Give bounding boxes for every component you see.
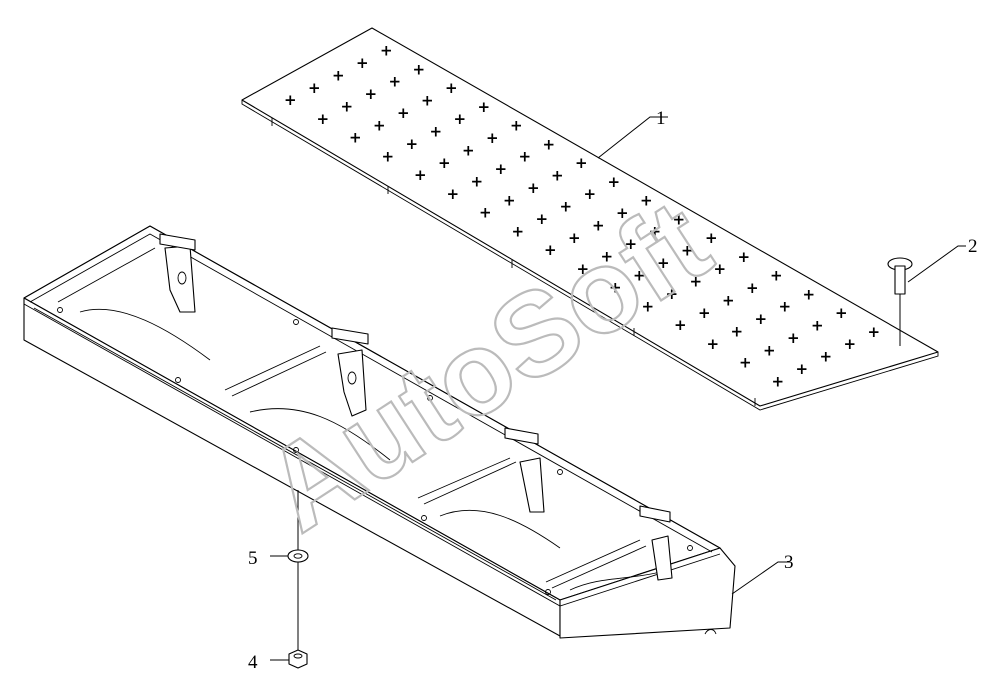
plate-hole: + (438, 154, 451, 172)
plate-hole: + (657, 254, 670, 272)
plate-hole: + (755, 310, 768, 328)
plate-hole: + (811, 317, 824, 335)
plate-hole: + (341, 98, 354, 116)
plate-hole: + (779, 298, 792, 316)
plate-hole: + (527, 179, 540, 197)
plate-hole: + (510, 117, 523, 135)
plate-hole: + (592, 216, 605, 234)
plate-hole: + (536, 210, 549, 228)
plate-hole: + (844, 335, 857, 353)
plate-hole: + (382, 147, 395, 165)
plate-hole: + (803, 285, 816, 303)
plate-hole: + (698, 304, 711, 322)
callout-3: 3 (784, 552, 794, 573)
plate-hole: + (356, 54, 369, 72)
plate-hole: + (560, 198, 573, 216)
plate-hole: + (649, 223, 662, 241)
plate-hole: + (681, 242, 694, 260)
plate-hole: + (673, 210, 686, 228)
plate-hole: + (447, 185, 460, 203)
plate-hole: + (584, 185, 597, 203)
plate-hole: + (471, 173, 484, 191)
tray-frame (23, 225, 736, 639)
plate-hole: + (787, 329, 800, 347)
plate-hole: + (478, 98, 491, 116)
plate-hole: + (406, 135, 419, 153)
plate-hole: + (763, 341, 776, 359)
plate-hole: + (714, 260, 727, 278)
callout-2: 2 (968, 236, 978, 257)
pin (887, 257, 913, 346)
plate-hole: + (284, 91, 297, 109)
perforated-plate: + + + + + + + + + + + + + + + + + + + + + + + + + + + + + + + + + + + + + + + +… (241, 27, 939, 411)
plate-hole: + (373, 116, 386, 134)
plate-hole: + (690, 273, 703, 291)
rim-holes (57, 307, 693, 595)
plate-hole: + (642, 297, 655, 315)
plate-hole: + (633, 266, 646, 284)
plate-hole: + (397, 104, 410, 122)
plate-hole: + (413, 60, 426, 78)
plate-hole: + (705, 229, 718, 247)
plate-hole: + (543, 135, 556, 153)
plate-hole: + (349, 129, 362, 147)
plate-hole: + (512, 222, 525, 240)
plate-hole: + (519, 148, 532, 166)
plate-hole: + (317, 110, 330, 128)
nut (288, 649, 308, 669)
plate-hole: + (796, 360, 809, 378)
plate-hole: + (868, 323, 881, 341)
plate-hole: + (389, 73, 402, 91)
plate-hole: + (308, 79, 321, 97)
plate-hole: + (666, 285, 679, 303)
tray-brackets (159, 233, 673, 581)
plate-hole: + (414, 166, 427, 184)
plate-hole: + (332, 66, 345, 84)
plate-hole: + (674, 316, 687, 334)
plate-hole: + (551, 167, 564, 185)
plate-hole: + (616, 204, 629, 222)
plate-hole: + (820, 348, 833, 366)
callout-1: 1 (656, 108, 666, 129)
plate-hole: + (739, 354, 752, 372)
plate-hole: + (738, 248, 751, 266)
plate-hole: + (770, 267, 783, 285)
plate-hole: + (421, 92, 434, 110)
callout-5: 5 (248, 548, 258, 569)
plate-hole: + (380, 42, 393, 60)
plate-hole: + (609, 279, 622, 297)
plate-hole: + (835, 304, 848, 322)
plate-hole: + (608, 173, 621, 191)
plate-hole: + (731, 323, 744, 341)
plate-hole: + (365, 85, 378, 103)
plate-hole-grid: + + + + + + + + + + + + + + + + + + + + + + + + + + + + + + + + + + + + + + + +… (284, 42, 880, 391)
callout-4: 4 (248, 652, 258, 673)
washer (287, 549, 309, 563)
plate-hole: + (722, 291, 735, 309)
plate-hole: + (454, 110, 467, 128)
plate-hole: + (575, 154, 588, 172)
plate-studs (271, 118, 756, 406)
plate-hole: + (772, 372, 785, 390)
plate-hole: + (746, 279, 759, 297)
plate-hole: + (544, 241, 557, 259)
plate-hole: + (462, 141, 475, 159)
plate-hole: + (577, 260, 590, 278)
plate-hole: + (486, 129, 499, 147)
plate-hole: + (503, 191, 516, 209)
plate-hole: + (625, 235, 638, 253)
plate-hole: + (640, 192, 653, 210)
plate-hole: + (568, 229, 581, 247)
plate-hole: + (495, 160, 508, 178)
plate-hole: + (430, 123, 443, 141)
leader-lines (270, 116, 966, 661)
plate-hole: + (707, 335, 720, 353)
plate-hole: + (445, 79, 458, 97)
plate-hole: + (479, 204, 492, 222)
plate-hole: + (601, 248, 614, 266)
